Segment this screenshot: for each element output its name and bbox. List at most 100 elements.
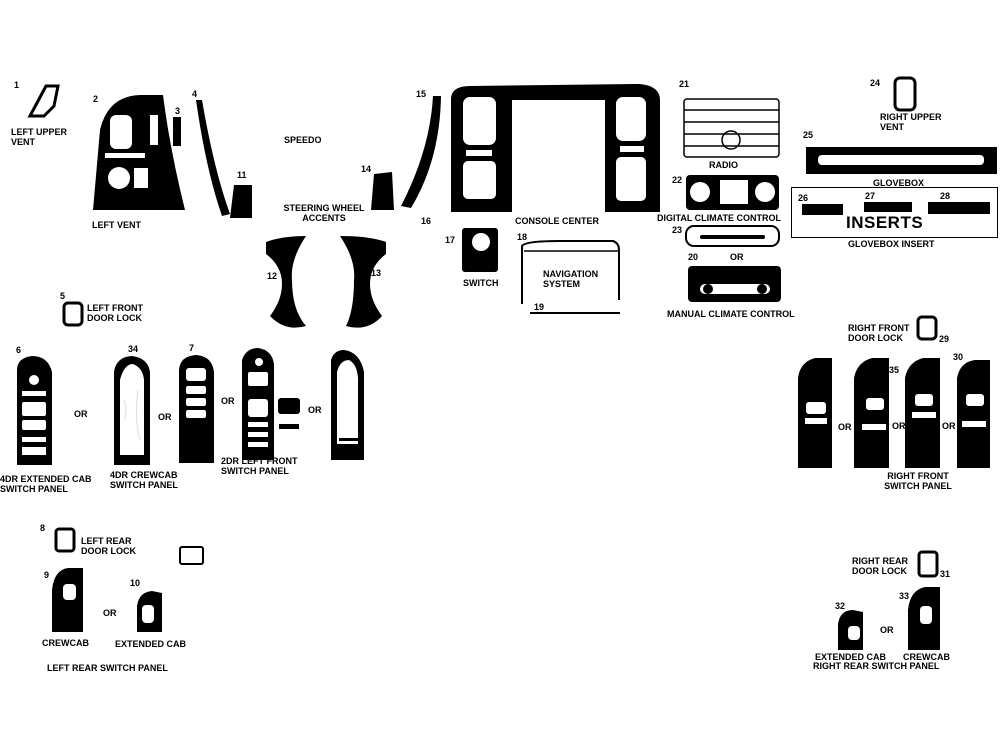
caption-right-upper-vent: RIGHT UPPER VENT [880,112,942,132]
part-15 [401,96,441,208]
part-number: 29 [939,334,950,344]
part-number: 23 [672,225,683,235]
part-12 [266,236,306,328]
part-3 [173,117,181,146]
part-number: 16 [421,216,432,226]
part-number: 20 [688,252,699,262]
part-number: 21 [679,79,690,89]
part-29-right-front-door-lock [916,315,938,341]
part-number: 2 [93,94,99,104]
part-number: 10 [130,578,141,588]
part-21-radio [683,98,780,158]
or-label: OR [838,422,852,432]
part-number: 28 [940,191,951,201]
part-number: 33 [899,591,910,601]
part-24-right-upper-vent [893,76,917,112]
part-number: 11 [237,170,247,180]
part-number: 6 [16,345,22,355]
part-number: 34 [128,344,139,354]
or-label: OR [221,396,235,406]
caption-4dr-crewcab-switch-panel: 4DR CREWCAB SWITCH PANEL [110,470,178,490]
caption-left-front-door-lock: LEFT FRONT DOOR LOCK [87,303,143,323]
inserts-title: INSERTS [846,213,924,232]
or-label: OR [942,421,956,431]
part-number: 35 [889,365,900,375]
part-number: 25 [803,130,814,140]
caption-right-rear-door-lock: RIGHT REAR DOOR LOCK [852,556,908,576]
part-2-left-vent [93,95,185,210]
caption-switch: SWITCH [463,278,499,288]
part-number: 3 [175,106,181,116]
part-35 [854,358,889,468]
caption-manual-climate-control: MANUAL CLIMATE CONTROL [667,309,795,319]
caption-glovebox-insert: GLOVEBOX INSERT [848,239,935,249]
part-7-2dr-switch-panel [179,355,214,463]
part-8-left-rear-door-lock [54,527,76,553]
caption-digital-climate-control: DIGITAL CLIMATE CONTROL [657,213,781,223]
part-number: 1 [14,80,20,90]
part-23 [685,225,780,247]
part-5-left-front-door-lock [62,301,84,327]
part-number: 24 [870,78,881,88]
caption-glovebox: GLOVEBOX [873,178,925,188]
caption-left-rear-switch-panel: LEFT REAR SWITCH PANEL [47,663,168,673]
caption-speedo: SPEEDO [284,135,322,145]
part-17-switch [462,228,498,272]
caption-4dr-extended-cab-switch-panel: 4DR EXTENDED CAB SWITCH PANEL [0,474,92,494]
part-number: 32 [835,601,846,611]
part-number: 15 [416,89,427,99]
part-number: 27 [865,191,876,201]
caption-right-front-door-lock: RIGHT FRONT DOOR LOCK [848,323,910,343]
part-26 [802,204,843,215]
part-number: 5 [60,291,66,301]
or-label: OR [103,608,117,618]
caption-right-crewcab: CREWCAB [903,652,950,662]
part-number: 22 [672,175,683,185]
part-number: 19 [534,302,545,312]
or-label: OR [74,409,88,419]
part-10-extended-cab [137,591,162,632]
part-number: 17 [445,235,456,245]
part-33-crewcab [908,587,940,650]
caption-console-center: CONSOLE CENTER [515,216,600,226]
part-right-front-switch-panel-a [798,358,832,468]
part-9-crewcab [52,568,83,632]
part-1-left-upper-vent [27,84,60,118]
inserts-frame [791,187,998,238]
caption-2dr-left-front: 2DR LEFT FRONT [221,456,298,466]
caption-right-extended-cab: EXTENDED CAB [815,652,887,662]
caption-left-rear-door-lock: LEFT REAR DOOR LOCK [81,536,136,556]
part-extra-rect [179,546,204,565]
part-11 [230,185,252,218]
or-label: OR [880,625,894,635]
part-number: 7 [189,343,195,353]
caption-left-upper-vent: LEFT UPPER VENT [11,127,68,147]
or-label: OR [730,252,744,262]
part-18-navigation-bezel [521,240,620,304]
part-28 [928,202,990,214]
caption-crewcab: CREWCAB [42,638,89,648]
part-34-crewcab-switch-panel [114,356,150,465]
part-number: 13 [371,268,382,278]
part-14 [371,172,394,210]
part-27 [864,202,912,212]
part-number: 8 [40,523,46,533]
part-20-manual-climate [688,266,781,302]
or-label: OR [892,421,906,431]
part-right-front-switch-panel-c [905,358,940,468]
part-number: 26 [798,193,809,203]
part-number: 12 [267,271,278,281]
part-number: 31 [940,569,951,579]
part-number: 14 [361,164,372,174]
part-6-ext-cab-switch-panel [17,356,52,465]
part-number: 4 [192,89,198,99]
caption-navigation-system: NAVIGATION SYSTEM [543,269,599,289]
part-31-right-rear-door-lock [917,550,939,578]
part-25-glovebox [806,147,997,174]
part-number: 9 [44,570,50,580]
caption-right-rear-switch-panel: RIGHT REAR SWITCH PANEL [813,661,940,671]
caption-steering-wheel-accents: STEERING WHEEL ACCENTS [283,203,365,223]
caption-switch-panel: SWITCH PANEL [221,466,289,476]
